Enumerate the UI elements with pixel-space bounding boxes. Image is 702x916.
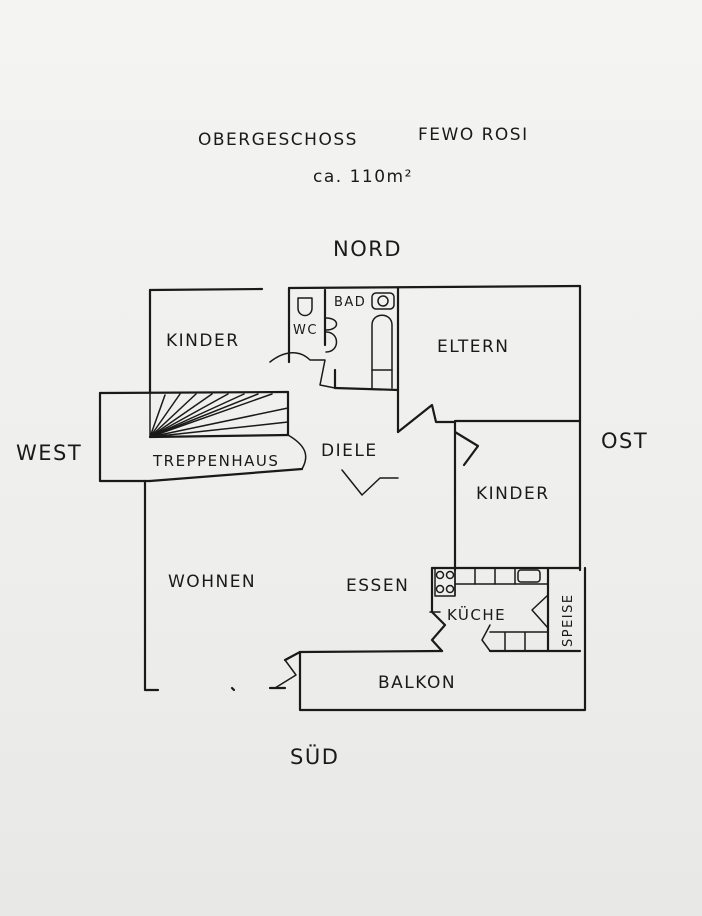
room-kueche: KÜCHE	[447, 605, 506, 624]
room-eltern: ELTERN	[437, 337, 510, 357]
staircase	[149, 392, 289, 438]
room-treppenhaus: TREPPENHAUS	[152, 452, 279, 470]
apartment-name: FEWO ROSI	[418, 125, 529, 145]
room-essen: ESSEN	[346, 576, 409, 596]
sink-icon	[325, 317, 338, 331]
door-swings	[269, 352, 549, 689]
room-kinder-e: KINDER	[476, 484, 550, 504]
compass-north: NORD	[333, 237, 402, 261]
floor-title: OBERGESCHOSS	[198, 130, 358, 150]
bath-toilet-icon	[371, 292, 395, 310]
room-wohnen: WOHNEN	[168, 572, 256, 592]
compass-east: OST	[601, 429, 648, 453]
area-label: ca. 110m²	[313, 167, 413, 187]
room-balkon: BALKON	[378, 673, 456, 693]
stove-icon	[434, 567, 456, 597]
room-speise: SPEISE	[561, 593, 576, 647]
room-kinder-nw: KINDER	[166, 331, 240, 351]
sanitary-fixtures	[297, 292, 395, 389]
room-labels: KINDER BAD WC ELTERN TREPPENHAUS DIELE K…	[152, 295, 576, 693]
compass-west: WEST	[16, 441, 82, 465]
kitchen-sink-icon	[517, 569, 541, 583]
kitchen-fittings	[434, 567, 549, 652]
bathtub-icon	[371, 314, 393, 371]
room-bad: BAD	[334, 295, 366, 310]
room-diele: DIELE	[321, 441, 378, 461]
walls	[98, 284, 587, 712]
compass-south: SÜD	[290, 744, 339, 769]
room-wc: WC	[293, 323, 318, 338]
toilet-icon	[297, 297, 313, 317]
